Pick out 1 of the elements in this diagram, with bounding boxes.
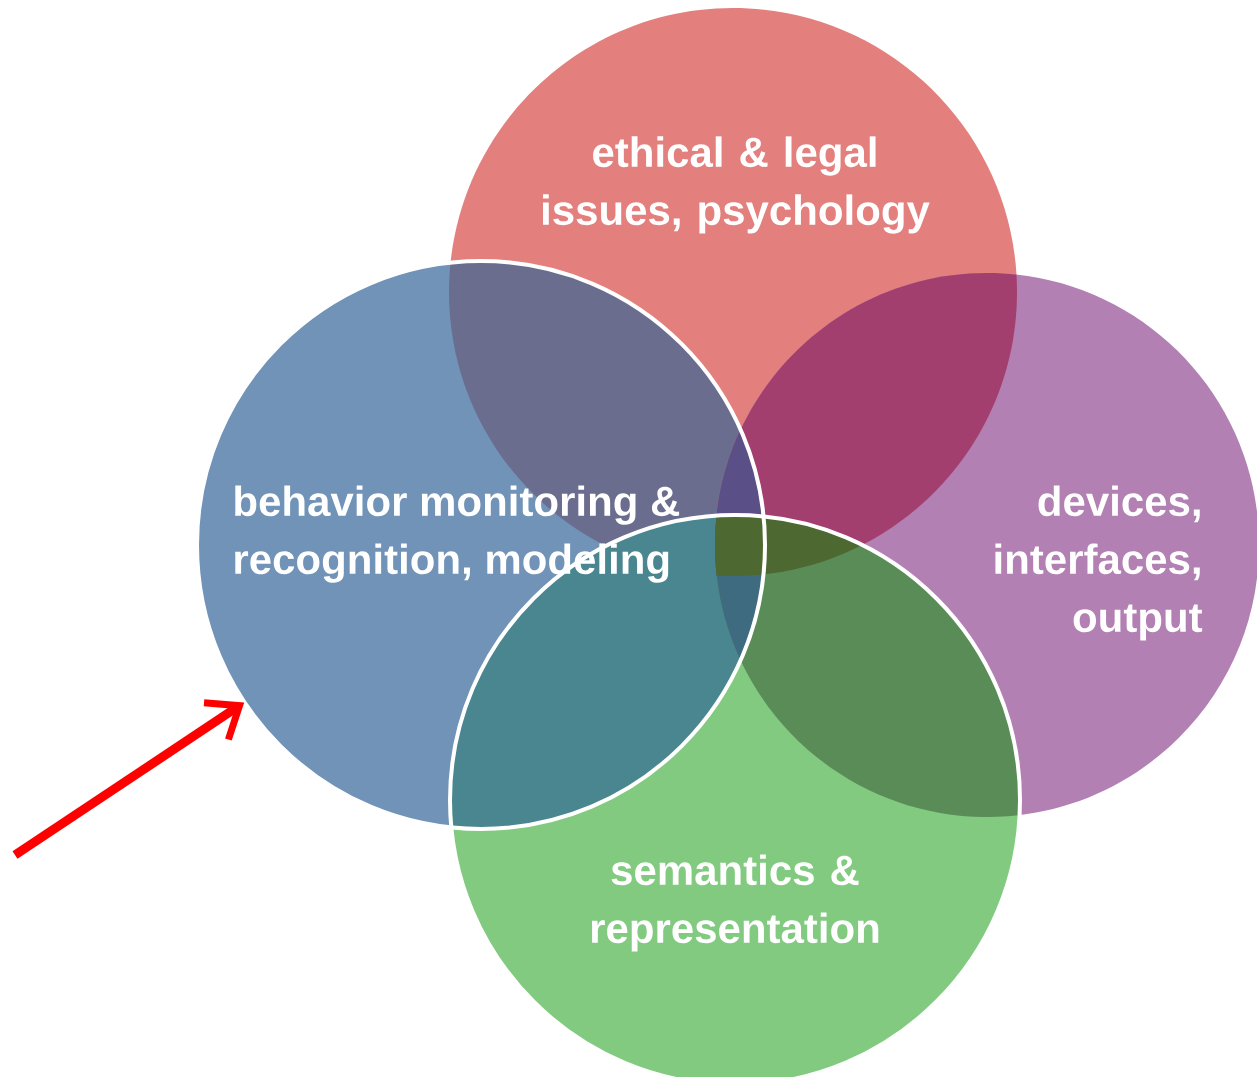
arrow — [12, 699, 245, 859]
